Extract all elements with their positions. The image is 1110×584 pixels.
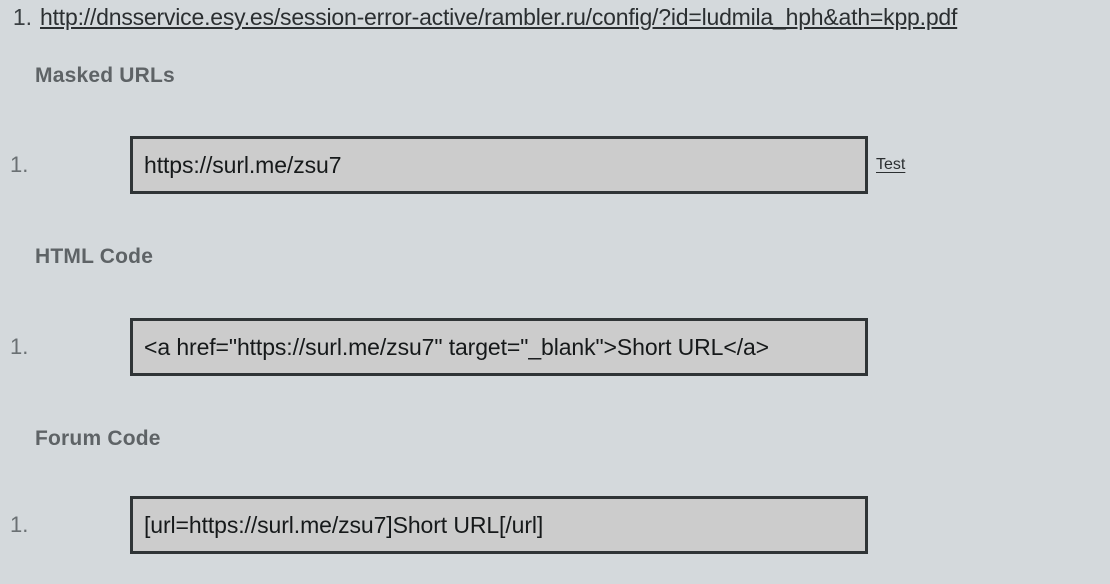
html-code-input[interactable]: <a href="https://surl.me/zsu7" target="_… bbox=[130, 318, 868, 376]
forum-code-marker: 1. bbox=[10, 512, 29, 537]
masked-url-row: 1. https://surl.me/zsu7 Test bbox=[0, 134, 1110, 196]
masked-url-input[interactable]: https://surl.me/zsu7 bbox=[130, 136, 868, 194]
masked-urls-heading: Masked URLs bbox=[35, 64, 175, 87]
forum-code-row: 1. [url=https://surl.me/zsu7]Short URL[/… bbox=[0, 494, 1110, 556]
test-link[interactable]: Test bbox=[876, 156, 906, 173]
html-code-value: <a href="https://surl.me/zsu7" target="_… bbox=[144, 333, 770, 360]
masked-url-value: https://surl.me/zsu7 bbox=[144, 151, 342, 178]
original-url-marker: 1. bbox=[12, 4, 32, 30]
html-code-row: 1. <a href="https://surl.me/zsu7" target… bbox=[0, 316, 1110, 378]
forum-code-heading: Forum Code bbox=[35, 427, 161, 450]
forum-code-value: [url=https://surl.me/zsu7]Short URL[/url… bbox=[144, 511, 544, 538]
original-url-link[interactable]: http://dnsservice.esy.es/session-error-a… bbox=[40, 4, 958, 30]
masked-url-marker: 1. bbox=[10, 152, 29, 177]
forum-code-input[interactable]: [url=https://surl.me/zsu7]Short URL[/url… bbox=[130, 496, 868, 554]
html-code-heading: HTML Code bbox=[35, 245, 154, 268]
html-code-marker: 1. bbox=[10, 334, 29, 359]
original-url-row: 1. http://dnsservice.esy.es/session-erro… bbox=[0, 4, 1110, 40]
